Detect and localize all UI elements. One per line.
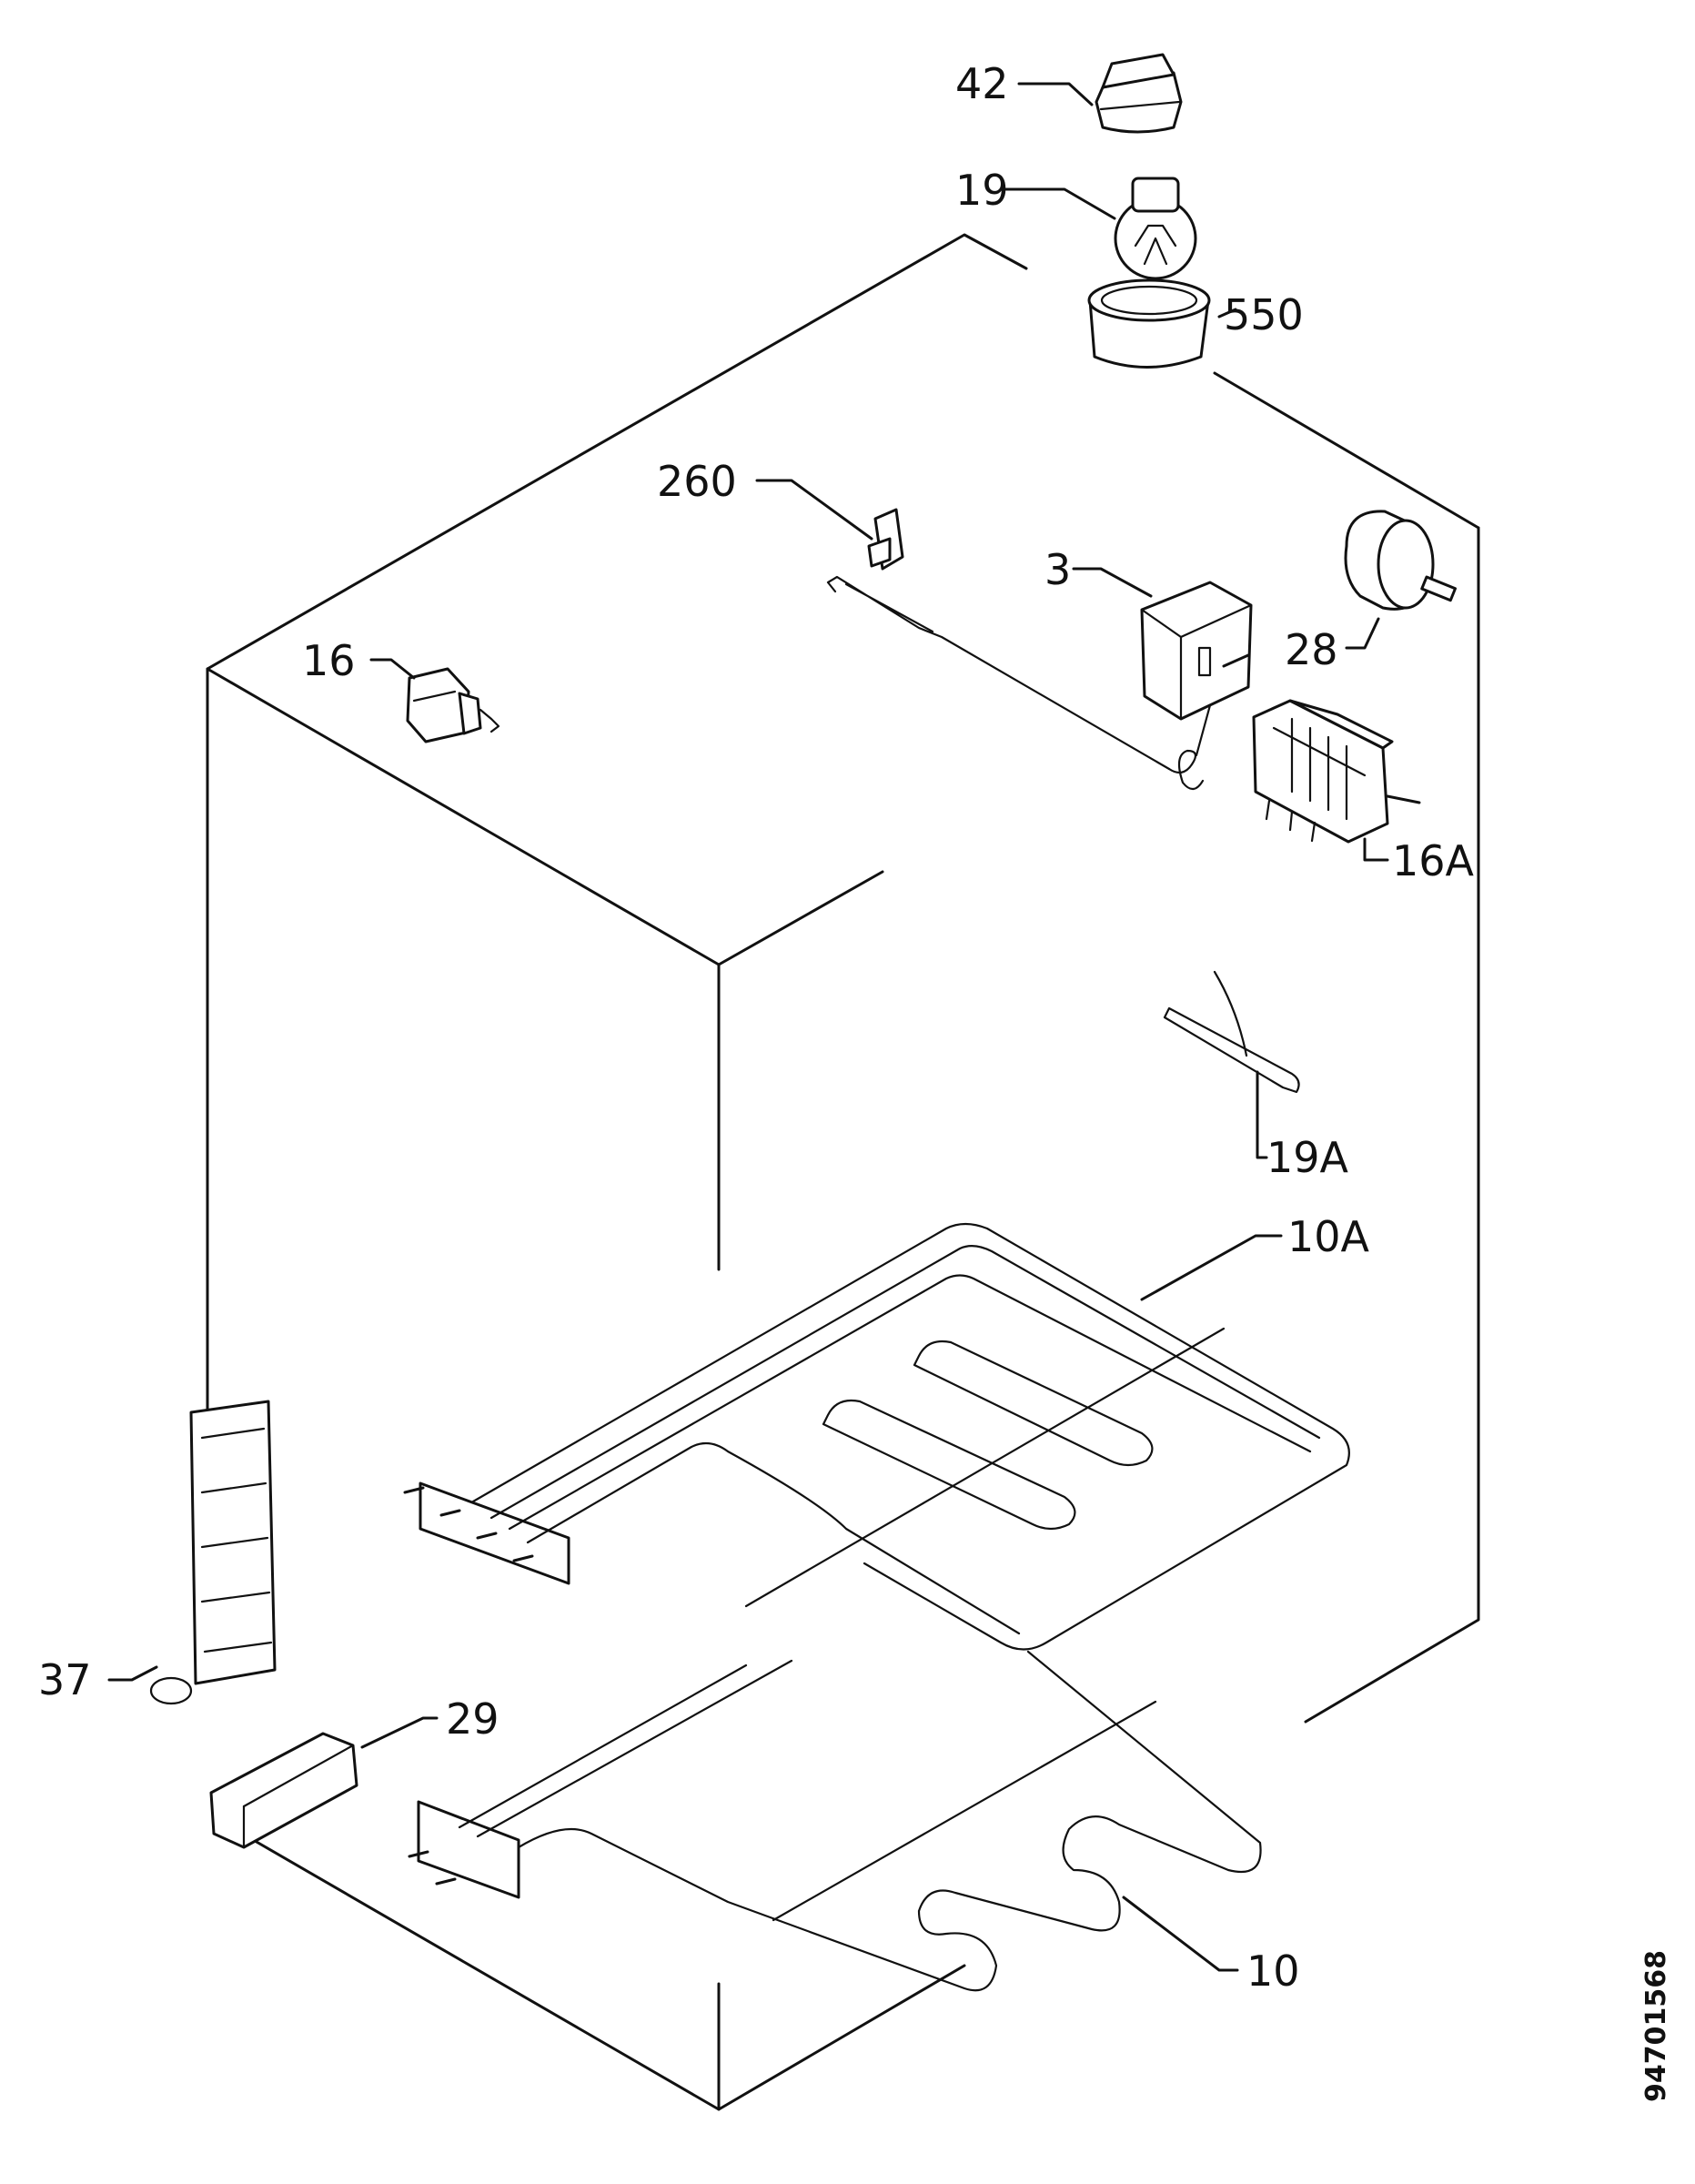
label-3: 3 [1044, 545, 1071, 594]
lamp-cap-part [1095, 53, 1183, 134]
bracket-part [209, 1732, 358, 1849]
leader-3 [1072, 567, 1153, 598]
timer-switch-part [1344, 510, 1458, 611]
document-number: 94701568 [1640, 1950, 1672, 2102]
label-29: 29 [446, 1694, 499, 1744]
leader-19a [1256, 1070, 1268, 1159]
label-37: 37 [38, 1655, 92, 1704]
label-16a: 16A [1392, 836, 1475, 885]
label-10: 10 [1246, 1946, 1300, 1996]
label-19a: 19A [1266, 1133, 1349, 1182]
terminal-block-part [149, 1400, 277, 1705]
cabinet-outline [206, 233, 1480, 2111]
leader-10a [1140, 1234, 1283, 1301]
leader-29 [360, 1716, 439, 1749]
grill-element-part [403, 1222, 1350, 1651]
clip-part [867, 508, 904, 571]
selector-switch-part [1252, 699, 1421, 844]
leader-16 [369, 658, 416, 680]
label-16: 16 [302, 636, 356, 685]
leader-28 [1345, 617, 1380, 650]
label-260: 260 [657, 457, 737, 506]
leader-550 [1217, 308, 1237, 318]
leader-19 [999, 187, 1116, 220]
leader-42 [1017, 82, 1094, 106]
leader-260 [755, 479, 873, 541]
label-550: 550 [1224, 290, 1304, 339]
label-28: 28 [1285, 625, 1338, 674]
bottom-element-part [408, 1650, 1262, 1992]
label-10a: 10A [1287, 1212, 1370, 1261]
lamp-glass-part [1087, 278, 1211, 369]
temperature-probe-part [1163, 970, 1300, 1094]
leader-16a [1363, 837, 1389, 862]
leader-37 [107, 1665, 158, 1682]
label-42: 42 [955, 59, 1009, 108]
label-19: 19 [955, 166, 1009, 215]
thermostat-part [826, 575, 1253, 791]
lamp-bulb-part [1114, 177, 1197, 280]
leader-10 [1122, 1896, 1239, 1972]
push-switch-part [406, 667, 500, 743]
